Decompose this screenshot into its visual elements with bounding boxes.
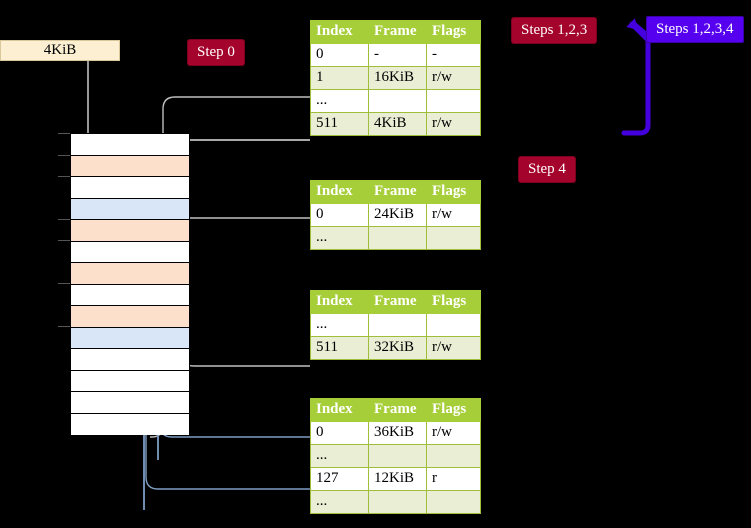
cell-flags bbox=[426, 226, 481, 250]
column-header-index: Index bbox=[310, 290, 369, 314]
table-row: ... bbox=[310, 89, 481, 113]
bracket-steps-path bbox=[621, 21, 651, 136]
badge-steps-123: Steps 1,2,3 bbox=[512, 18, 597, 43]
memory-frame-11 bbox=[71, 370, 189, 392]
table-row: ... bbox=[310, 444, 481, 468]
memory-frame-2 bbox=[71, 177, 189, 199]
column-header-index: Index bbox=[310, 180, 369, 204]
cell-index: 0 bbox=[310, 203, 369, 227]
column-header-flags: Flags bbox=[426, 290, 481, 314]
column-header-frame: Frame bbox=[368, 290, 427, 314]
physical-memory-column bbox=[70, 133, 190, 435]
memory-frame-10 bbox=[71, 349, 189, 371]
cell-frame: 4KiB bbox=[368, 112, 427, 136]
wire-spacer-2 bbox=[184, 226, 310, 258]
cell-flags: r/w bbox=[426, 336, 481, 360]
cell-flags: r/w bbox=[426, 421, 481, 445]
memory-tick-5 bbox=[58, 283, 70, 284]
cell-frame bbox=[368, 444, 427, 468]
memory-tick-2 bbox=[58, 176, 70, 177]
wire-t0-to-mem-row2 bbox=[171, 139, 310, 162]
bracket-steps-arrow bbox=[626, 18, 651, 43]
memory-frame-1 bbox=[71, 155, 189, 177]
cell-index: 1 bbox=[310, 66, 369, 90]
cell-frame: - bbox=[368, 43, 427, 67]
table-row: ... bbox=[310, 490, 481, 514]
cell-frame bbox=[368, 89, 427, 113]
memory-tick-3 bbox=[58, 219, 70, 220]
column-header-index: Index bbox=[310, 20, 369, 44]
cell-frame: 16KiB bbox=[368, 66, 427, 90]
cell-index: 0 bbox=[310, 43, 369, 67]
memory-tick-4 bbox=[58, 240, 70, 241]
cell-flags bbox=[426, 490, 481, 514]
cell-flags bbox=[426, 444, 481, 468]
cell-flags bbox=[426, 313, 481, 337]
memory-frame-9 bbox=[71, 327, 189, 349]
cell-frame: 36KiB bbox=[368, 421, 427, 445]
wire-t2-to-mem-row9 bbox=[180, 306, 310, 367]
column-header-flags: Flags bbox=[426, 180, 481, 204]
badge-steps-1234: Steps 1,2,3,4 bbox=[647, 17, 743, 42]
table-row: ... bbox=[310, 226, 481, 250]
cell-flags: r/w bbox=[426, 203, 481, 227]
cell-flags bbox=[426, 89, 481, 113]
memory-frame-0 bbox=[71, 134, 189, 156]
memory-frame-7 bbox=[71, 284, 189, 306]
memory-frame-4 bbox=[71, 220, 189, 242]
badge-step-4: Step 4 bbox=[519, 157, 575, 182]
cell-flags: r/w bbox=[426, 66, 481, 90]
cell-flags: r/w bbox=[426, 112, 481, 136]
column-header-frame: Frame bbox=[368, 398, 427, 422]
cell-frame: 12KiB bbox=[368, 467, 427, 491]
table-row: ... bbox=[310, 313, 481, 337]
cell-flags: r bbox=[426, 467, 481, 491]
cell-frame: 24KiB bbox=[368, 203, 427, 227]
cell-index: 127 bbox=[310, 467, 369, 491]
table-row: 0-- bbox=[310, 43, 481, 67]
badge-step-0: Step 0 bbox=[188, 40, 244, 65]
frame-size-label: 4KiB bbox=[43, 42, 77, 58]
cell-index: 0 bbox=[310, 421, 369, 445]
cell-index: ... bbox=[310, 226, 369, 250]
cell-index: 511 bbox=[310, 336, 369, 360]
cell-frame bbox=[368, 313, 427, 337]
cell-flags: - bbox=[426, 43, 481, 67]
column-header-frame: Frame bbox=[368, 180, 427, 204]
cell-index: ... bbox=[310, 490, 369, 514]
memory-frame-13 bbox=[71, 413, 189, 435]
cell-index: ... bbox=[310, 313, 369, 337]
cell-index: ... bbox=[310, 444, 369, 468]
memory-frame-12 bbox=[71, 392, 189, 414]
cell-frame bbox=[368, 490, 427, 514]
cell-frame bbox=[368, 226, 427, 250]
column-header-flags: Flags bbox=[426, 20, 481, 44]
column-header-frame: Frame bbox=[368, 20, 427, 44]
frame-size-box: 4KiB bbox=[0, 40, 120, 61]
column-header-index: Index bbox=[310, 398, 369, 422]
memory-tick-0 bbox=[58, 133, 70, 134]
memory-frame-5 bbox=[71, 241, 189, 263]
memory-frame-8 bbox=[71, 306, 189, 328]
memory-tick-6 bbox=[58, 326, 70, 327]
wire-t1-to-mem-row5 bbox=[177, 217, 310, 253]
memory-frame-6 bbox=[71, 263, 189, 285]
cell-index: ... bbox=[310, 89, 369, 113]
column-header-flags: Flags bbox=[426, 398, 481, 422]
cell-index: 511 bbox=[310, 112, 369, 136]
cell-frame: 32KiB bbox=[368, 336, 427, 360]
memory-frame-3 bbox=[71, 198, 189, 220]
memory-tick-1 bbox=[58, 155, 70, 156]
